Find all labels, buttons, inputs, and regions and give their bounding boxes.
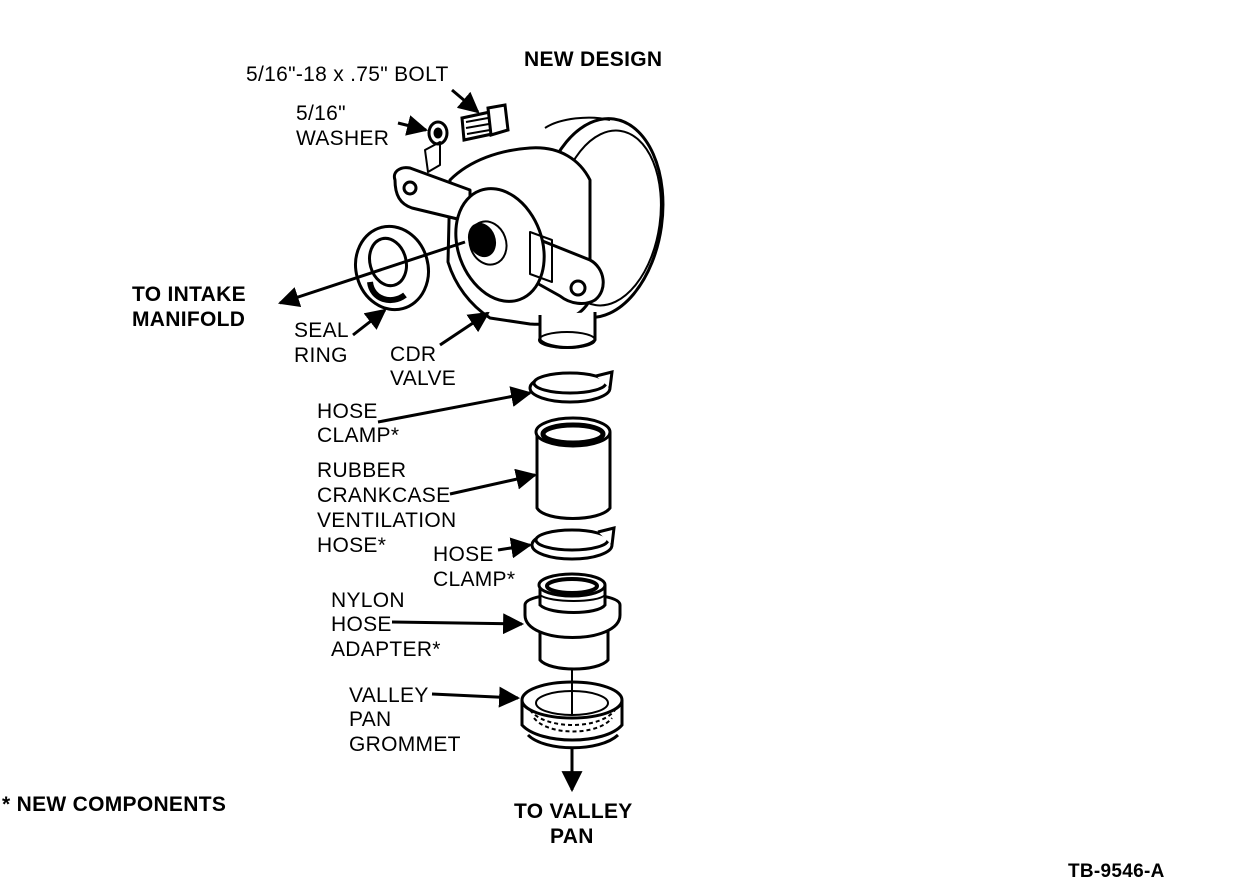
hose-clamp-bottom-label-line-2: CLAMP*: [433, 568, 516, 591]
adapter-label-line-1: NYLON: [331, 589, 405, 612]
washer: [427, 120, 449, 146]
hose-clamp-bottom-label-line-1: HOSE: [433, 543, 494, 566]
adapter-label-line-3: ADAPTER*: [331, 638, 441, 661]
footnote: * NEW COMPONENTS: [2, 793, 227, 816]
hose-label-line-4: HOSE*: [317, 534, 387, 557]
seal-ring-label-line-1: SEAL: [294, 319, 349, 342]
intake-label-line-2: MANIFOLD: [132, 308, 246, 331]
valley-pan-label-line-2: PAN: [550, 825, 594, 848]
adapter-label-line-2: HOSE: [331, 613, 392, 636]
leader-lines: [278, 88, 583, 793]
diagram-title: NEW DESIGN: [524, 48, 663, 71]
hose-label-line-3: VENTILATION: [317, 509, 457, 532]
hose-clamp-bottom: [530, 526, 616, 561]
hose-label-line-1: RUBBER: [317, 459, 407, 482]
washer-label-line-2: WASHER: [296, 127, 390, 150]
grommet-label-line-2: PAN: [349, 708, 392, 731]
nylon-hose-adapter: [523, 572, 622, 671]
hose-clamp-top: [528, 370, 614, 404]
grommet-label-line-3: GROMMET: [349, 733, 461, 756]
intake-label-line-1: TO INTAKE: [132, 283, 246, 306]
grommet-label-line-1: VALLEY: [349, 684, 429, 707]
cdr-valve: [392, 116, 665, 349]
seal-ring-label-line-2: RING: [294, 344, 348, 367]
washer-label-line-1: 5/16": [296, 102, 346, 125]
bolt: [460, 103, 510, 142]
hose-clamp-top-label-line-2: CLAMP*: [317, 424, 400, 447]
hose-clamp-top-label-line-1: HOSE: [317, 400, 378, 423]
figure-id: TB-9546-A: [1068, 861, 1165, 882]
bolt-label: 5/16"-18 x .75" BOLT: [246, 63, 449, 86]
cdr-valve-label-line-2: VALVE: [390, 367, 457, 390]
seal-ring: [354, 224, 430, 312]
valley-pan-label-line-1: TO VALLEY: [514, 800, 633, 823]
cdr-valve-label-line-1: CDR: [390, 343, 437, 366]
rubber-hose: [534, 416, 612, 520]
hose-label-line-2: CRANKCASE: [317, 484, 451, 507]
